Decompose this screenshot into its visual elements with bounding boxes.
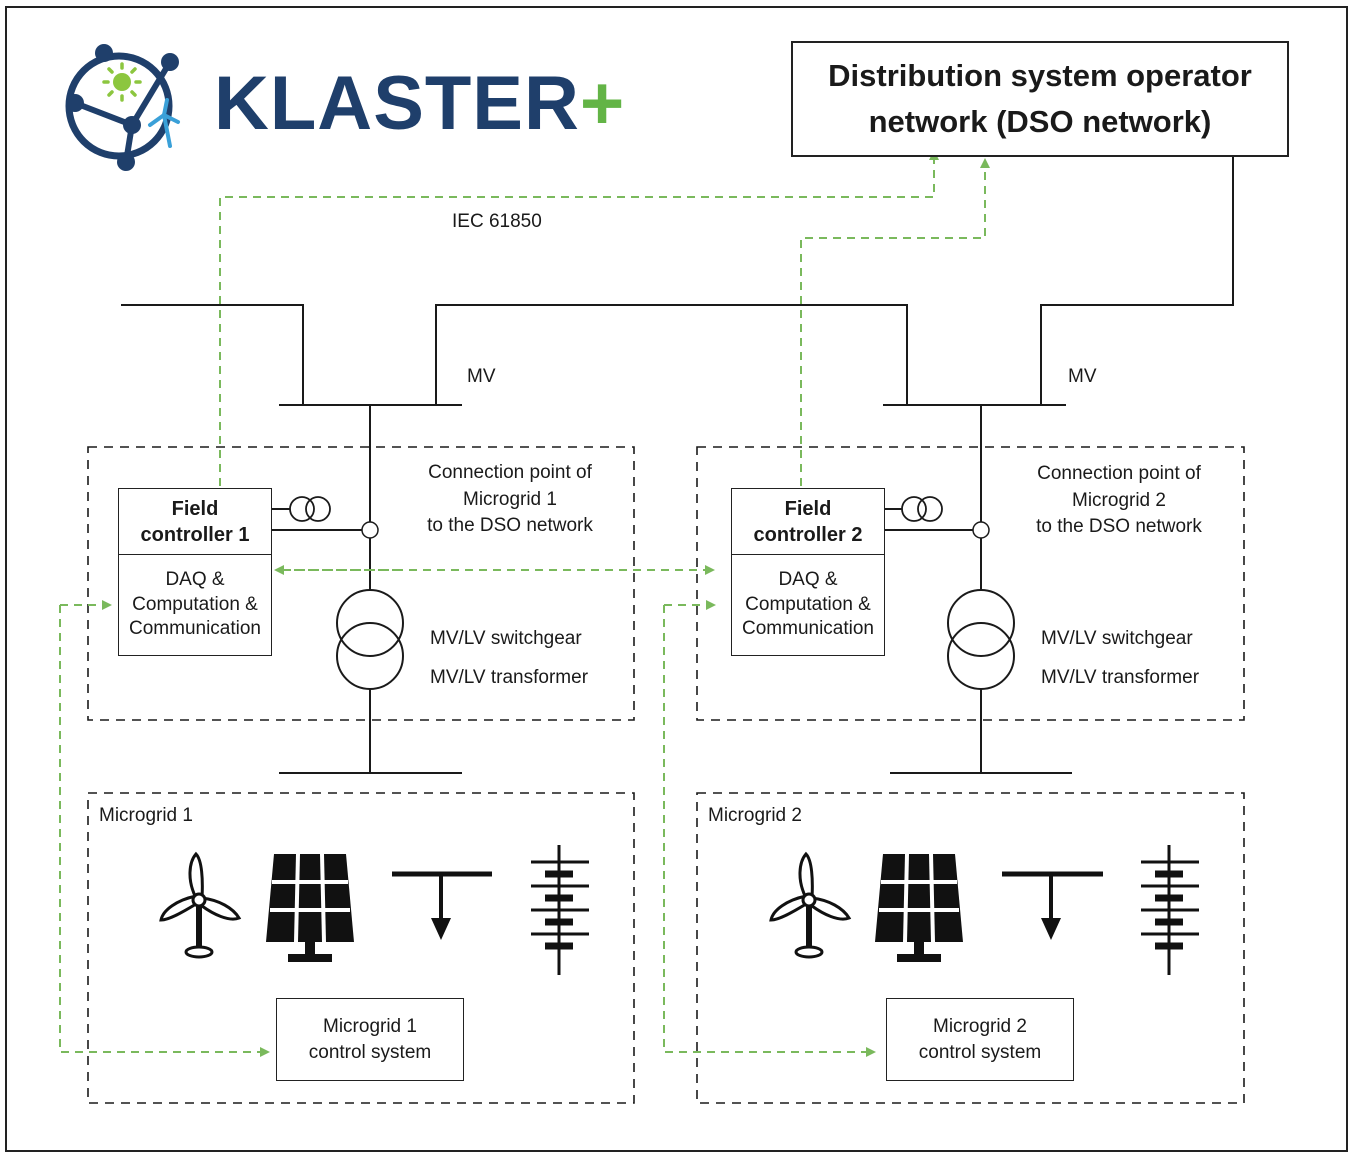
power-transformer-icon-1 [336, 589, 404, 690]
switch-symbol-1 [361, 521, 379, 539]
mv-label-2: MV [1068, 366, 1097, 387]
load-icon [1002, 871, 1103, 940]
klaster-logo-emblem [65, 44, 180, 171]
comm-link-fc1-dso [219, 150, 939, 486]
control-system-label: Microgrid 1 control system [308, 1015, 432, 1063]
connection-point-label-1: Connection point of Microgrid 1 to the D… [427, 462, 593, 537]
logo-plus: + [579, 61, 626, 146]
solar-panel-icon [875, 853, 963, 962]
wind-turbine-icon [159, 851, 242, 959]
field-controller-title: Field controller 2 [732, 489, 884, 555]
load-icon [392, 871, 492, 940]
control-system-label: Microgrid 2 control system [918, 1015, 1042, 1063]
switchgear-label-1: MV/LV switchgear [430, 628, 582, 649]
sun-icon [102, 62, 142, 102]
field-controller-title-text: Field controller 2 [753, 497, 863, 546]
microgrid-region-2 [696, 792, 1245, 1104]
transformer-label-1: MV/LV transformer [430, 667, 589, 688]
microgrid-control-system-2: Microgrid 2 control system [886, 998, 1074, 1081]
power-network [121, 157, 1234, 774]
logo-word: KLASTER [214, 61, 580, 146]
microgrid-region-1 [87, 792, 635, 1104]
klaster-logo-wordmark: KLASTER+ [214, 66, 625, 142]
battery-icon [1141, 845, 1199, 975]
current-transformer-icon-2 [901, 496, 943, 522]
microgrid-control-system-1: Microgrid 1 control system [276, 998, 464, 1081]
field-controller-functions: DAQ & Computation & Communication [732, 555, 884, 655]
battery-icon [531, 845, 589, 975]
connection-point-label-2: Connection point of Microgrid 2 to the D… [1036, 463, 1202, 538]
logo-turbine-icon [148, 98, 180, 148]
figure-frame [5, 6, 1348, 1152]
solar-panel-icon [266, 853, 354, 962]
field-controller-functions-text: DAQ & Computation & Communication [129, 568, 261, 640]
microgrid-label-2: Microgrid 2 [708, 805, 802, 826]
microgrid-label-1: Microgrid 1 [99, 805, 193, 826]
dso-network-label: Distribution system operator network (DS… [828, 57, 1252, 140]
field-controller-1: Field controller 1 DAQ & Computation & C… [118, 488, 272, 656]
protocol-label: IEC 61850 [452, 211, 542, 232]
transformer-label-2: MV/LV transformer [1041, 667, 1200, 688]
dso-network-box: Distribution system operator network (DS… [791, 41, 1289, 157]
power-transformer-icon-2 [947, 589, 1015, 690]
switch-symbol-2 [972, 521, 990, 539]
wind-turbine-icon [769, 851, 852, 959]
mv-label-1: MV [467, 366, 496, 387]
connection-point-region-2 [696, 446, 1245, 721]
field-controller-functions-text: DAQ & Computation & Communication [742, 568, 874, 640]
field-controller-2: Field controller 2 DAQ & Computation & C… [731, 488, 885, 656]
field-controller-title-text: Field controller 1 [140, 497, 250, 546]
field-controller-functions: DAQ & Computation & Communication [119, 555, 271, 655]
comm-link-fc2-dso [800, 158, 990, 486]
field-controller-title: Field controller 1 [119, 489, 271, 555]
connection-point-region-1 [87, 446, 635, 721]
switchgear-label-2: MV/LV switchgear [1041, 628, 1193, 649]
current-transformer-icon-1 [289, 496, 331, 522]
communication-links [59, 150, 990, 1057]
